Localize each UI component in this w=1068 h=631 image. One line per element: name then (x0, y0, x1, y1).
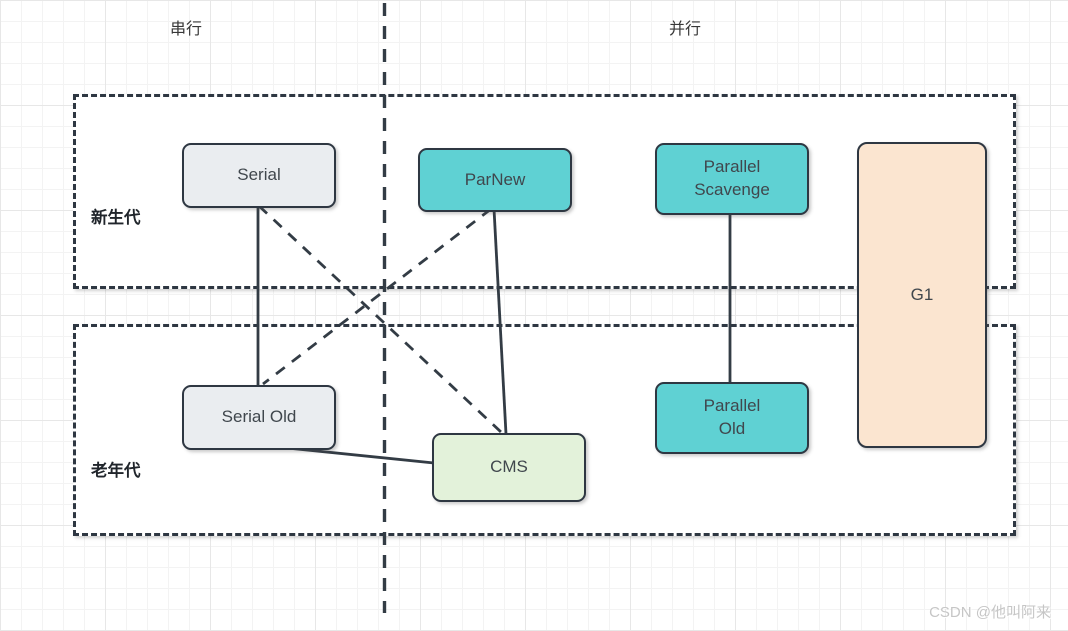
csdn-watermark: CSDN @他叫阿来 (929, 604, 1051, 621)
edge-parnew-serial-old (262, 207, 492, 386)
node-parnew: ParNew (418, 148, 572, 212)
node-parallel-old-label: Parallel Old (703, 396, 761, 438)
node-serial-old-label: Serial Old (221, 407, 297, 427)
young-generation-label: 新生代 (91, 209, 141, 227)
node-parallel-old: Parallel Old (655, 382, 809, 454)
edge-parnew-cms (492, 208, 508, 435)
node-cms: CMS (432, 433, 586, 502)
node-serial: Serial (182, 143, 336, 208)
node-cms-label: CMS (490, 457, 528, 477)
node-parnew-label: ParNew (464, 169, 526, 189)
column-header-parallel: 并行 (668, 21, 701, 38)
old-generation-label: 老年代 (91, 462, 141, 480)
node-g1-label: G1 (910, 284, 934, 304)
node-g1: G1 (857, 142, 987, 448)
node-parallel-scavenge: Parallel Scavenge (655, 143, 809, 215)
node-serial-label: Serial (237, 165, 281, 185)
node-serial-old: Serial Old (182, 385, 336, 450)
column-header-serial: 串行 (169, 21, 202, 38)
edge-serial-cms (258, 204, 502, 434)
node-parallel-scavenge-label: Parallel Scavenge (694, 157, 770, 199)
